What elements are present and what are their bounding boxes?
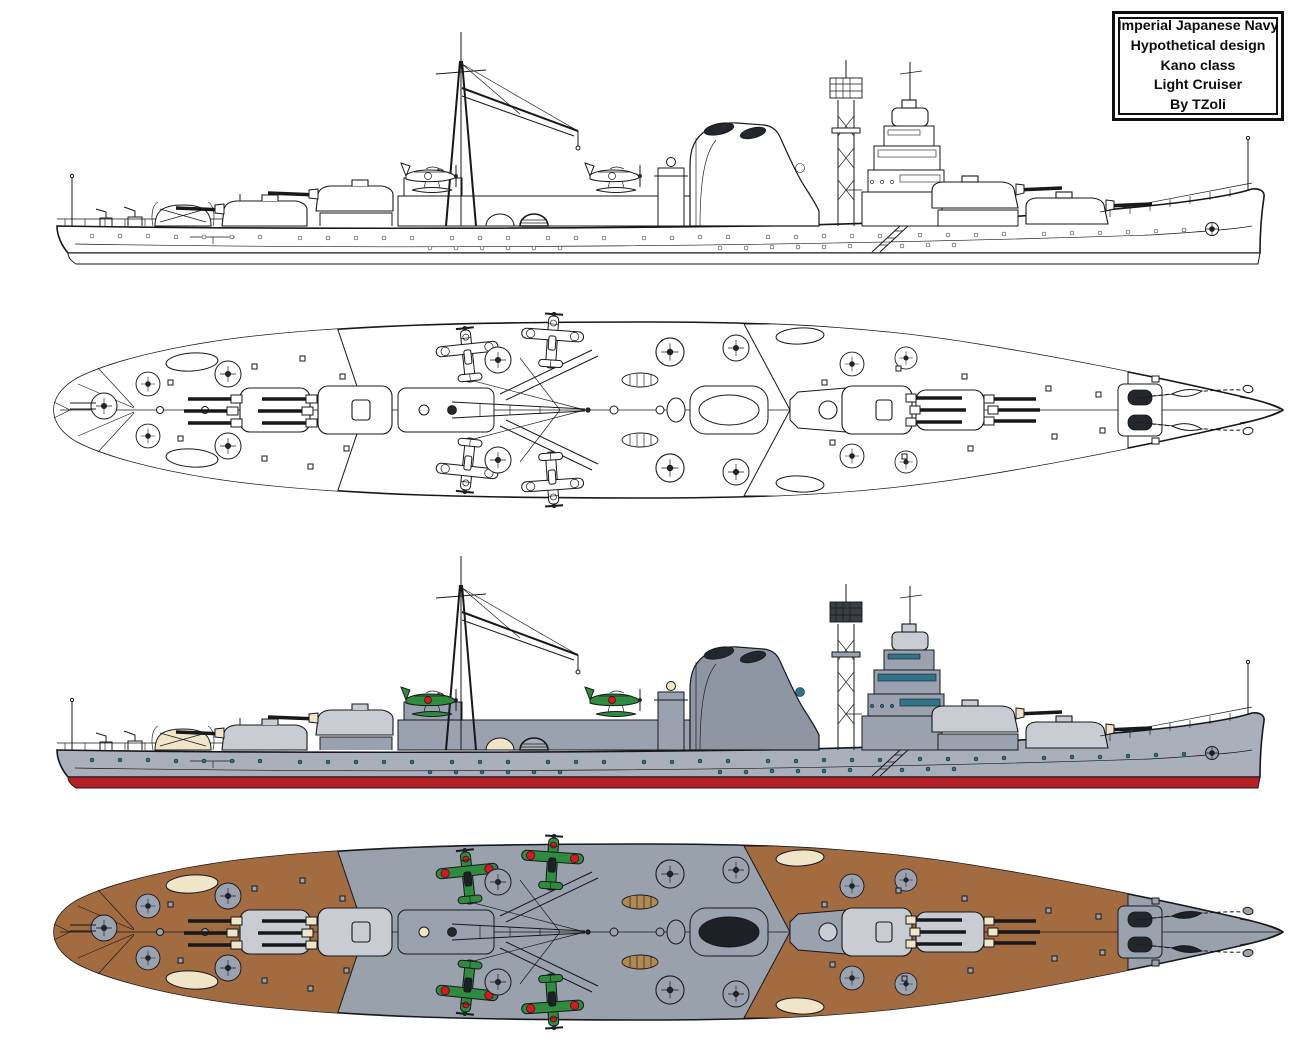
title-line-author: By TZoli: [1170, 97, 1226, 114]
colored-top-plan-view: [50, 832, 1283, 1032]
colored-side-profile-view: [55, 554, 1266, 790]
title-box: Imperial Japanese Navy Hypothetical desi…: [1112, 11, 1284, 121]
title-line-navy: Imperial Japanese Navy: [1117, 18, 1279, 35]
lineart-top-plan-view: [50, 310, 1283, 510]
lineart-side-profile-view: [55, 30, 1266, 266]
title-line-design: Hypothetical design: [1130, 37, 1266, 54]
title-box-inner-border: Imperial Japanese Navy Hypothetical desi…: [1118, 17, 1278, 115]
title-line-type: Light Cruiser: [1153, 77, 1243, 94]
title-line-class: Kano class: [1160, 57, 1236, 74]
